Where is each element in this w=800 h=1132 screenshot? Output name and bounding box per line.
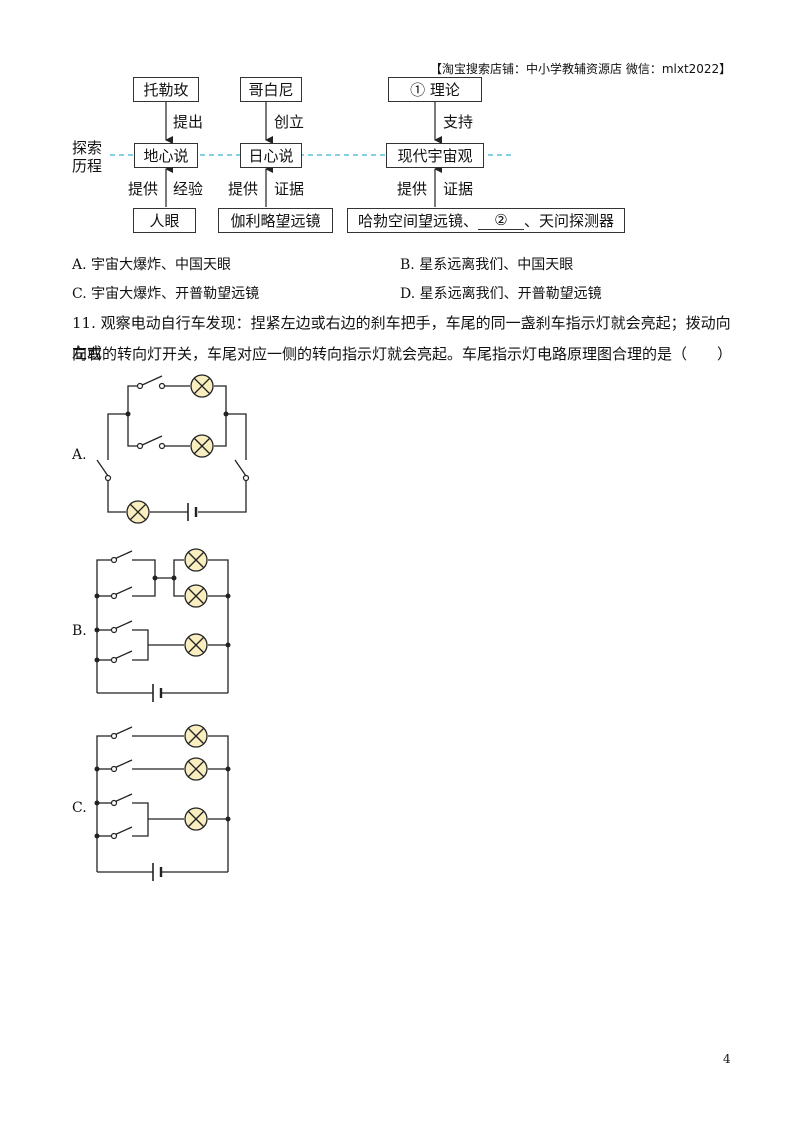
- box-galileo-telescope: 伽利略望远镜: [218, 208, 333, 233]
- box-geocentric: 地心说: [134, 143, 198, 168]
- box-modern-cosmology: 现代宇宙观: [386, 143, 484, 168]
- label-provide-3: 提供: [397, 180, 428, 198]
- q10-option-a: A. 宇宙大爆炸、中国天眼: [72, 257, 232, 273]
- label-experience: 经验: [173, 180, 204, 198]
- circuit-label-b: B.: [72, 623, 87, 639]
- q11-line-1: 11. 观察电动自行车发现：捏紧左边或右边的刹车把手，车尾的同一盏刹车指示灯就会…: [72, 314, 731, 362]
- box-ptolemy: 托勒玫: [133, 77, 199, 102]
- hubble-part2: 、天问探测器: [524, 212, 615, 230]
- q10-option-b: B. 星系远离我们、中国天眼: [400, 257, 574, 273]
- side-label-1: 探索: [72, 139, 103, 157]
- label-proposed: 提出: [173, 113, 204, 131]
- q10-option-d: D. 星系远离我们、开普勒望远镜: [400, 286, 602, 302]
- box-theory-blank: ① 理论: [388, 77, 482, 102]
- label-support: 支持: [443, 113, 474, 131]
- header-note: 【淘宝搜索店铺：中小学教辅资源店 微信：mlxt2022】: [430, 62, 732, 76]
- circuit-label-a: A.: [72, 447, 87, 463]
- label-evidence-2: 证据: [274, 180, 305, 198]
- page-number: 4: [723, 1052, 731, 1066]
- hubble-part1: 哈勃空间望远镜、: [357, 212, 478, 230]
- box-human-eye: 人眼: [133, 208, 196, 233]
- q11-line-2: 向右的转向灯开关，车尾对应一侧的转向指示灯就会亮起。车尾指示灯电路原理图合理的是…: [72, 345, 733, 363]
- box-heliocentric: 日心说: [240, 143, 302, 168]
- circuit-label-c: C.: [72, 800, 87, 816]
- side-label-2: 历程: [72, 157, 103, 175]
- label-provide-1: 提供: [128, 180, 159, 198]
- label-evidence-3: 证据: [443, 180, 474, 198]
- box-copernicus: 哥白尼: [240, 77, 302, 102]
- label-provide-2: 提供: [228, 180, 259, 198]
- q10-option-c: C. 宇宙大爆炸、开普勒望远镜: [72, 286, 260, 302]
- label-founded: 创立: [274, 113, 305, 131]
- box-hubble-etc: 哈勃空间望远镜、 ② 、天问探测器: [347, 208, 625, 233]
- hubble-blank: ②: [478, 211, 524, 230]
